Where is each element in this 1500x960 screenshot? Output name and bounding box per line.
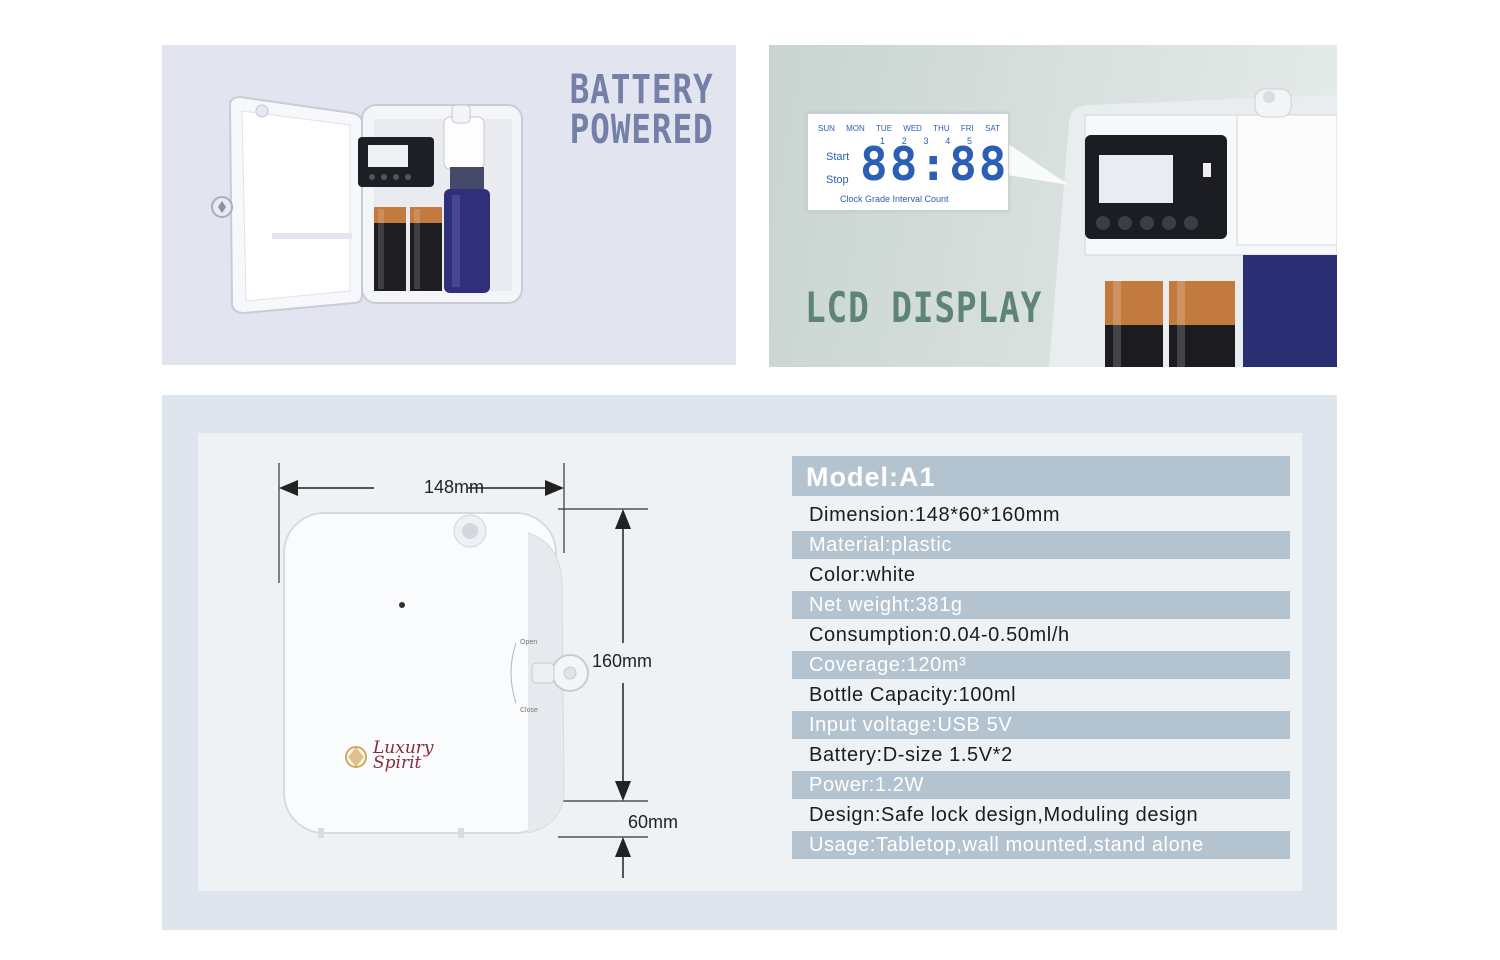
lcd-day: SUN bbox=[818, 124, 835, 133]
lcd-number-row: 1 2 3 4 5 bbox=[880, 136, 972, 146]
battery-title-line2: POWERED bbox=[570, 107, 714, 153]
width-dimension-label: 148mm bbox=[424, 477, 485, 497]
spec-row: Coverage:120m³ bbox=[792, 651, 1290, 679]
spec-row: Power:1.2W bbox=[792, 771, 1290, 799]
lcd-number: 4 bbox=[945, 136, 951, 146]
battery-powered-panel: BATTERY POWERED bbox=[162, 45, 736, 365]
lcd-day: THU bbox=[933, 124, 950, 133]
model-heading: Model:A1 bbox=[792, 456, 1290, 496]
lcd-day: MON bbox=[846, 124, 865, 133]
lcd-number: 3 bbox=[923, 136, 929, 146]
key-close-label: Close bbox=[520, 707, 538, 714]
lcd-day: SAT bbox=[984, 124, 1000, 133]
lcd-day-row: SUN MON TUE WED THU FRI SAT bbox=[818, 124, 1000, 133]
lcd-number: 1 bbox=[880, 136, 886, 146]
spec-row: Net weight:381g bbox=[792, 591, 1290, 619]
spec-row: Material:plastic bbox=[792, 531, 1290, 559]
spec-row: Color:white bbox=[809, 564, 916, 586]
lcd-start-label: Start bbox=[826, 151, 850, 163]
product-dimension-drawing bbox=[278, 463, 648, 878]
lcd-closeup-illustration bbox=[1007, 88, 1337, 367]
lcd-number: 5 bbox=[966, 136, 972, 146]
lcd-stop-label: Stop bbox=[826, 174, 849, 186]
open-diffuser-illustration bbox=[211, 95, 523, 315]
lcd-callout: SUN MON TUE WED THU FRI SAT 1 2 3 4 5 St… bbox=[807, 113, 1009, 211]
lcd-day: TUE bbox=[876, 124, 893, 133]
lcd-day: WED bbox=[903, 124, 922, 133]
height-dimension-label: 160mm bbox=[592, 651, 653, 671]
battery-title-line1: BATTERY bbox=[570, 67, 714, 113]
lcd-digits: 88:88 bbox=[860, 137, 1009, 191]
spec-row: Design:Safe lock design,Moduling design bbox=[809, 804, 1199, 826]
specifications-inner: 148mm 160mm 60mm Open Close Luxury Spiri… bbox=[198, 433, 1302, 891]
lcd-display-title: LCD DISPLAY bbox=[805, 283, 1043, 332]
brand-logo-mark bbox=[345, 746, 367, 768]
brand-logo-text: Luxury Spirit bbox=[373, 738, 434, 773]
depth-dimension-label: 60mm bbox=[628, 812, 679, 832]
key-open-label: Open bbox=[520, 639, 538, 646]
specifications-panel: 148mm 160mm 60mm Open Close Luxury Spiri… bbox=[162, 395, 1337, 930]
spec-row: Battery:D-size 1.5V*2 bbox=[809, 744, 1013, 766]
lcd-bottom-labels: Clock Grade Interval Count bbox=[840, 194, 949, 204]
lcd-display-panel: SUN MON TUE WED THU FRI SAT 1 2 3 4 5 St… bbox=[769, 45, 1337, 367]
lcd-day: FRI bbox=[960, 124, 974, 133]
spec-row: Bottle Capacity:100ml bbox=[809, 684, 1017, 706]
spec-row: Consumption:0.04-0.50ml/h bbox=[809, 624, 1070, 646]
lcd-number: 2 bbox=[901, 136, 907, 146]
spec-table: Model:A1 Dimension:148*60*160mm Material… bbox=[792, 456, 1290, 860]
spec-row: Usage:Tabletop,wall mounted,stand alone bbox=[792, 831, 1290, 859]
spec-row: Input voltage:USB 5V bbox=[792, 711, 1290, 739]
spec-row: Dimension:148*60*160mm bbox=[809, 504, 1061, 526]
